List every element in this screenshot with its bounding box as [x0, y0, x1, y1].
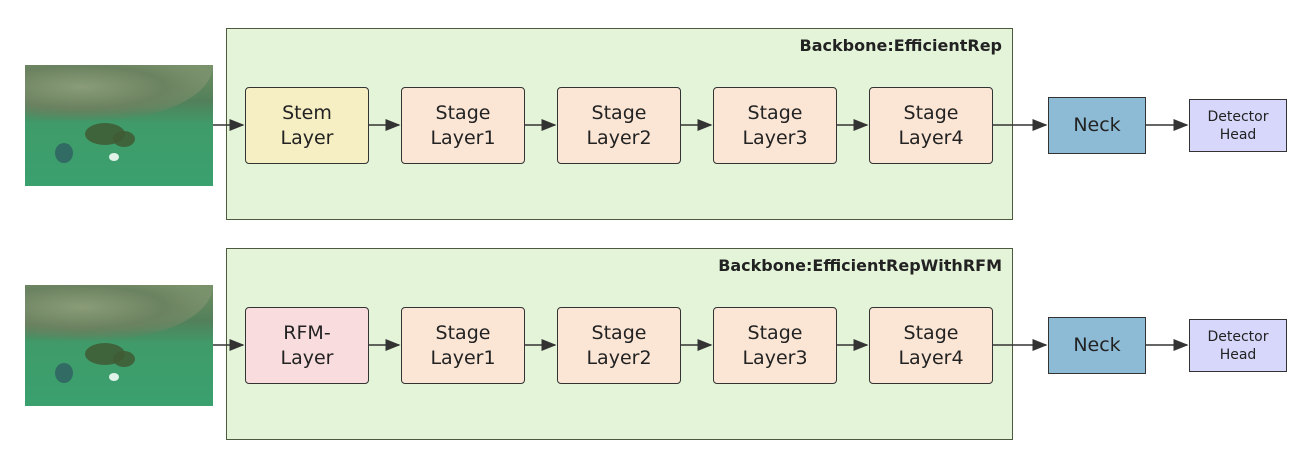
- detector-head-block: Detector Head: [1189, 319, 1287, 372]
- pipeline-row-efficientrep: Backbone:EfficientRep Stem Layer Stage L…: [0, 0, 1310, 220]
- stage-layer3-block: Stage Layer3: [713, 307, 837, 384]
- stage-layer4-block: Stage Layer4: [869, 307, 993, 384]
- flow-arrows: [213, 119, 1189, 131]
- pipeline-row-efficientrep-with-rfm: Backbone:EfficientRepWithRFM RFM- Layer …: [0, 220, 1310, 440]
- flow-arrows: [213, 339, 1189, 351]
- image-fish: [109, 373, 119, 381]
- image-fish-shadow: [55, 363, 73, 383]
- backbone-title: Backbone:EfficientRep: [799, 36, 1002, 55]
- underwater-input-image: [25, 285, 213, 406]
- rfm-layer-block: RFM- Layer: [245, 307, 369, 384]
- stage-layer4-block: Stage Layer4: [869, 87, 993, 164]
- detector-head-block: Detector Head: [1189, 99, 1287, 152]
- backbone-title: Backbone:EfficientRepWithRFM: [718, 256, 1002, 275]
- image-seaweed: [113, 131, 135, 147]
- stage-layer2-block: Stage Layer2: [557, 87, 681, 164]
- stage-layer3-block: Stage Layer3: [713, 87, 837, 164]
- stage-layer1-block: Stage Layer1: [401, 307, 525, 384]
- image-fish: [109, 153, 119, 161]
- stem-layer-block: Stem Layer: [245, 87, 369, 164]
- underwater-input-image: [25, 65, 213, 186]
- neck-block: Neck: [1048, 317, 1146, 374]
- neck-block: Neck: [1048, 97, 1146, 154]
- stage-layer1-block: Stage Layer1: [401, 87, 525, 164]
- image-fish-shadow: [55, 143, 73, 163]
- image-seaweed: [113, 351, 135, 367]
- stage-layer2-block: Stage Layer2: [557, 307, 681, 384]
